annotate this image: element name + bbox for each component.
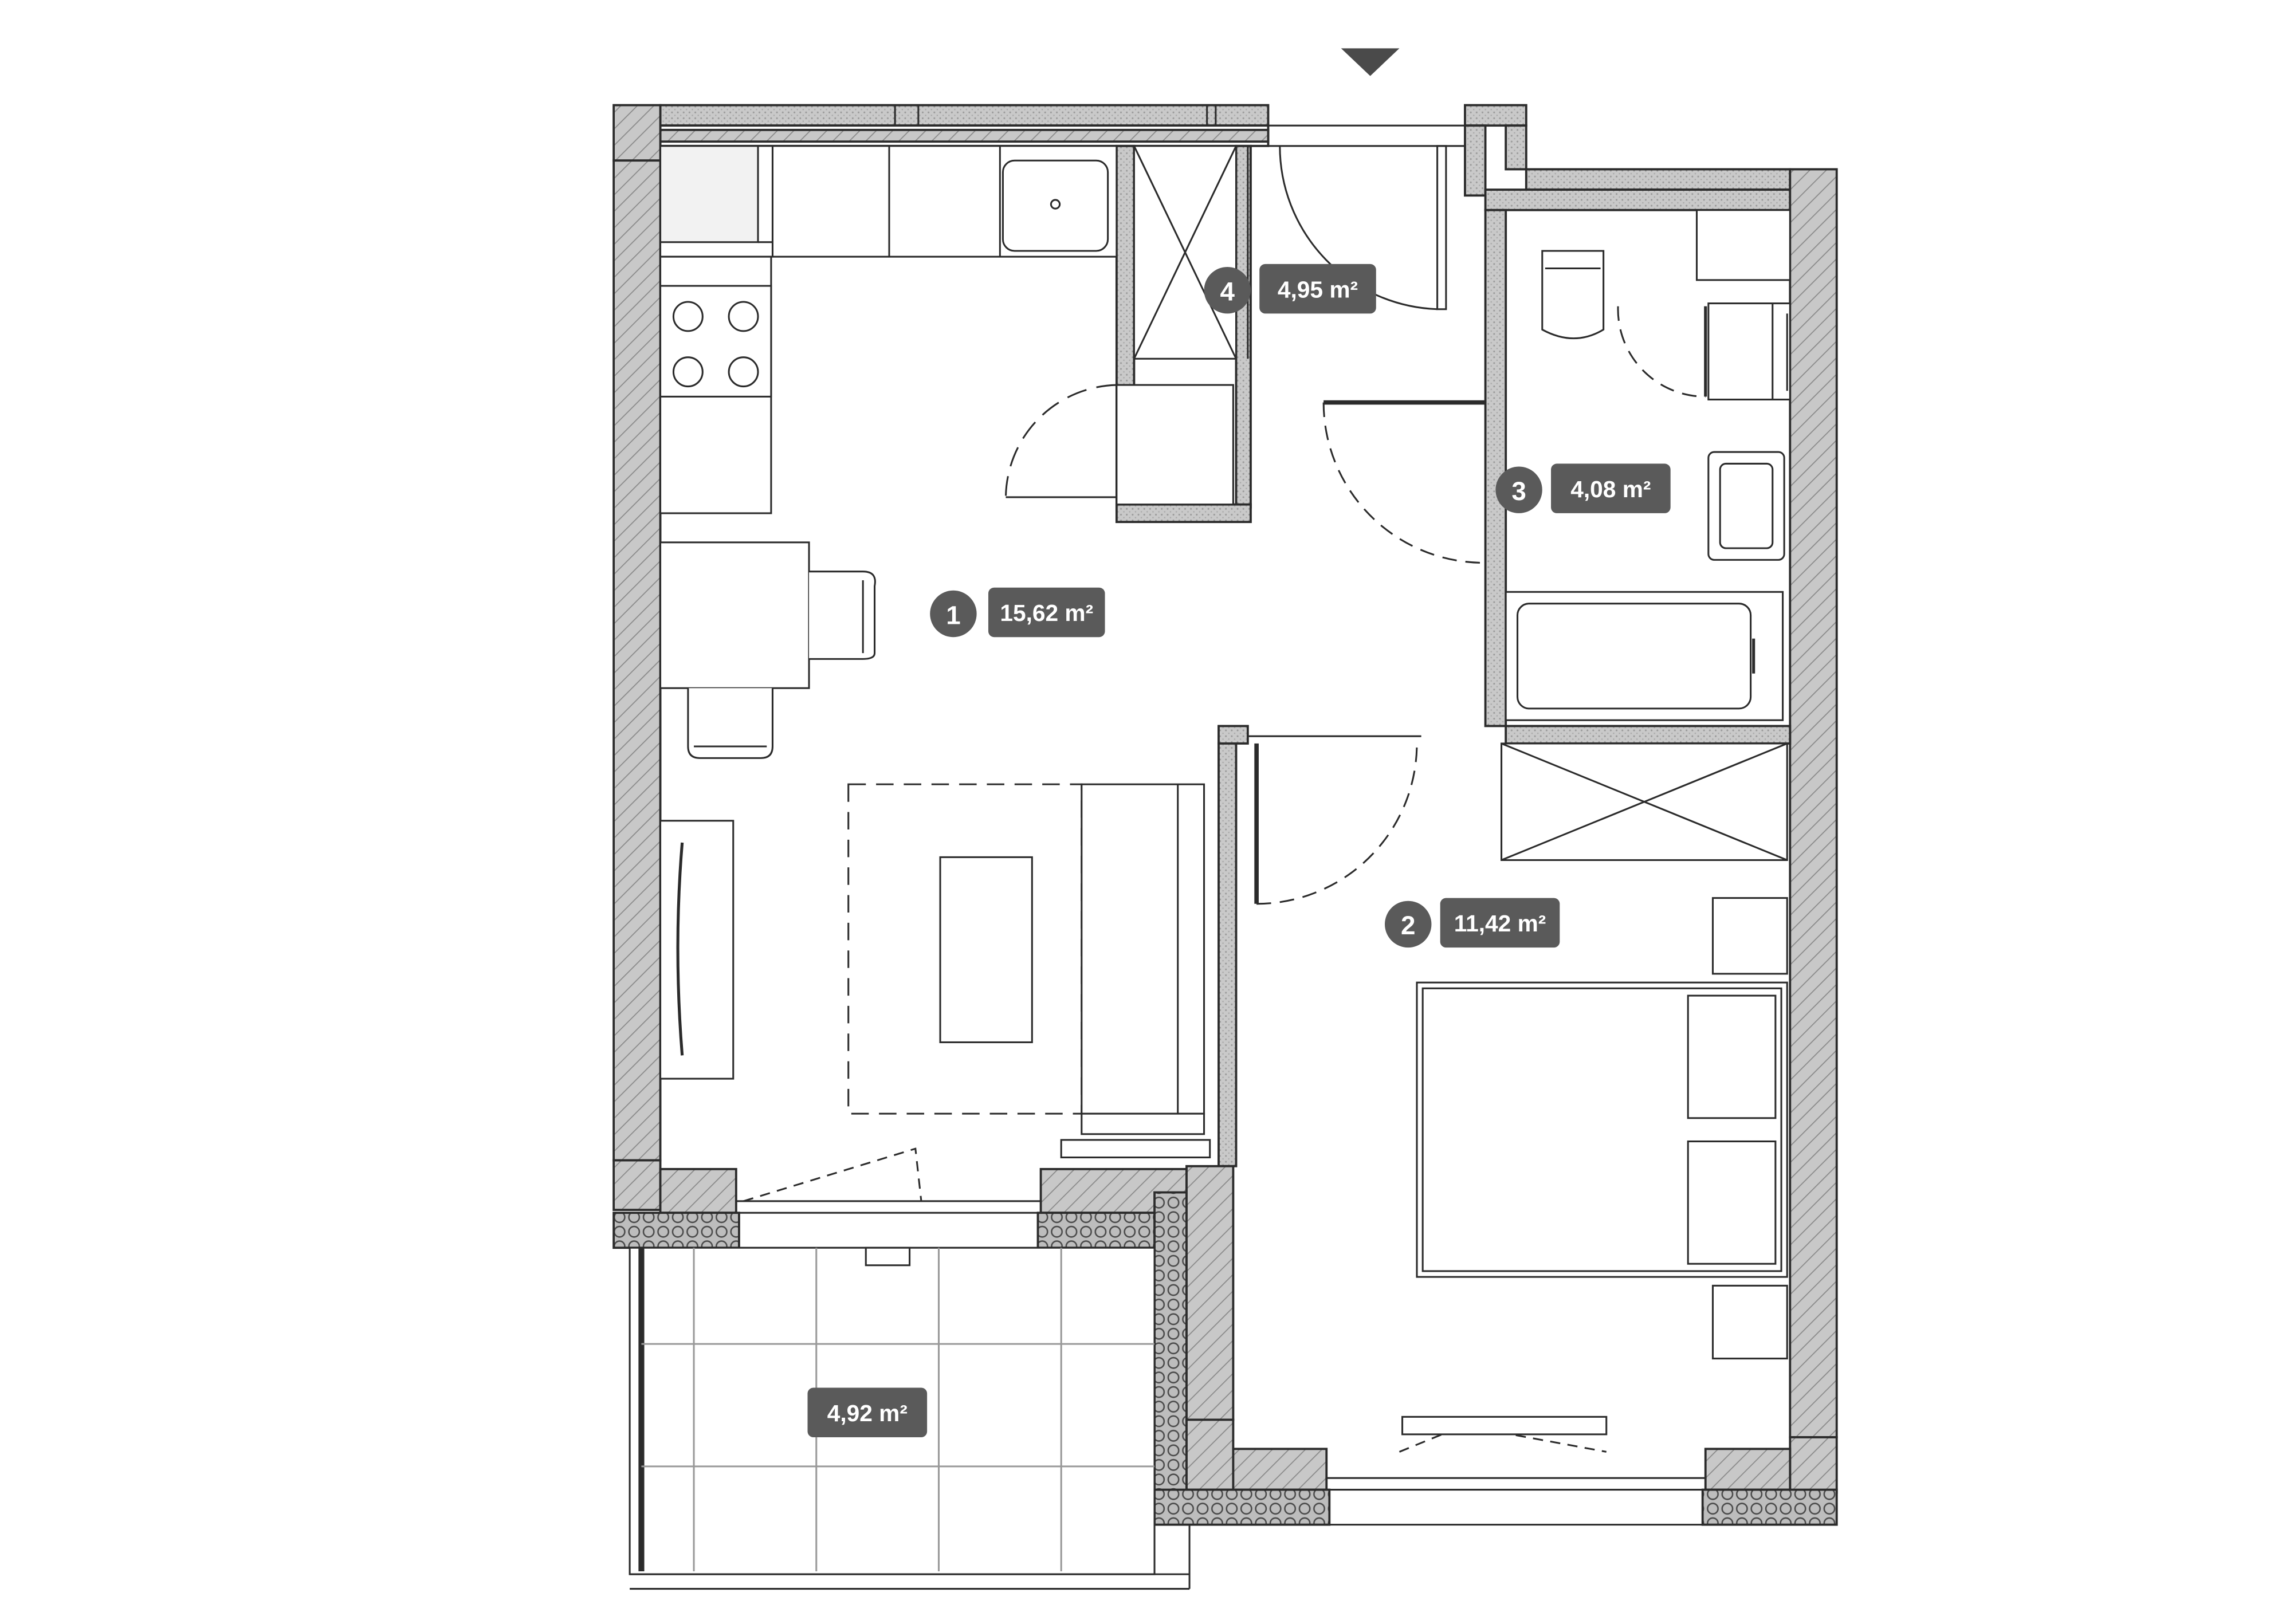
entrance-arrow-icon bbox=[1341, 48, 1400, 76]
right-wall bbox=[1789, 168, 1838, 1438]
closet-wall-bottom bbox=[1115, 503, 1252, 524]
room-4-label: 4 4,95 m² bbox=[1204, 264, 1376, 314]
room-4-number-badge bbox=[1204, 266, 1251, 314]
room-4-number: 4 bbox=[1220, 277, 1235, 306]
entrance-door-leaf bbox=[1436, 145, 1447, 310]
balcony-area-badge bbox=[807, 1387, 928, 1437]
room-3-number: 3 bbox=[1511, 477, 1526, 506]
bedroom-left-corner bbox=[1185, 1418, 1235, 1491]
room-2-number: 2 bbox=[1401, 911, 1415, 940]
chair-icon bbox=[809, 571, 876, 660]
pillow bbox=[1687, 1140, 1777, 1265]
toilet-icon bbox=[1541, 250, 1605, 340]
room-1-number-badge bbox=[930, 590, 977, 638]
chair-icon bbox=[687, 688, 773, 759]
bedroom-bottom-honeycomb-left bbox=[1153, 1488, 1331, 1526]
washing-machine bbox=[1707, 302, 1791, 401]
bathroom-left-wall bbox=[1484, 209, 1507, 728]
room-3-area: 4,08 m² bbox=[1570, 476, 1651, 502]
room-2-area: 11,42 m² bbox=[1454, 910, 1546, 937]
room-3-number-badge bbox=[1495, 466, 1542, 513]
top-right-wall-step bbox=[1505, 124, 1527, 171]
room-2-area-badge bbox=[1440, 898, 1560, 948]
left-wall bbox=[612, 159, 662, 1162]
walls bbox=[612, 104, 1838, 1526]
doors bbox=[743, 124, 1707, 1453]
room-1-area: 15,62 m² bbox=[1000, 600, 1093, 626]
bathroom-furniture bbox=[1505, 209, 1791, 721]
balcony-drain bbox=[865, 1246, 911, 1267]
living-bottom-wall-left bbox=[659, 1167, 737, 1214]
dining-table bbox=[659, 541, 810, 689]
room-3-label: 3 4,08 m² bbox=[1495, 463, 1671, 513]
room-4-area: 4,95 m² bbox=[1278, 276, 1358, 302]
bedroom-left-lower-wall bbox=[1185, 1165, 1235, 1421]
top-left-corner bbox=[612, 104, 662, 162]
room-2-number-badge bbox=[1385, 901, 1432, 948]
top-right-wall-insulation bbox=[1464, 104, 1527, 127]
balcony-label: 4,92 m² bbox=[807, 1387, 928, 1437]
bedroom-top-wall bbox=[1505, 725, 1792, 745]
room-1-label: 1 15,62 m² bbox=[930, 587, 1105, 638]
top-right-wall-top bbox=[1525, 168, 1792, 191]
room-1-number: 1 bbox=[946, 600, 960, 630]
windows bbox=[736, 105, 1706, 1526]
pillow bbox=[1687, 994, 1777, 1119]
radiator bbox=[1060, 1139, 1211, 1159]
room-4-area-badge bbox=[1259, 264, 1376, 314]
room-3-area-badge bbox=[1551, 463, 1671, 513]
left-wall-bottom-block bbox=[612, 1159, 662, 1211]
kitchen-furniture bbox=[659, 145, 1249, 759]
bedroom-furniture bbox=[1416, 742, 1788, 1360]
bathroom-shelf bbox=[1695, 209, 1791, 281]
living-bottom-honeycomb-left bbox=[612, 1212, 740, 1249]
top-wall-core bbox=[659, 128, 1270, 143]
bedroom-bottom-honeycomb-right bbox=[1701, 1488, 1838, 1526]
bedroom-top-wall-left bbox=[1217, 725, 1249, 745]
living-bottom-wall-right bbox=[1039, 1167, 1188, 1214]
hall-shoe-cabinet bbox=[1116, 384, 1234, 506]
bedroom-left-wall bbox=[1217, 742, 1238, 1167]
balcony-area: 4,92 m² bbox=[827, 1400, 908, 1426]
top-right-wall-vertical bbox=[1464, 124, 1487, 197]
nightstand-top bbox=[1711, 897, 1788, 975]
bedroom-bottom-wall-left bbox=[1232, 1448, 1328, 1491]
room-2-label: 2 11,42 m² bbox=[1385, 898, 1560, 948]
balcony-right-column bbox=[1153, 1191, 1188, 1523]
sofa bbox=[1081, 783, 1205, 1115]
room-labels: 1 15,62 m² 2 11,42 m² 3 4,08 m² 4 4,95 m… bbox=[807, 264, 1671, 1437]
room-1-area-badge bbox=[988, 587, 1105, 638]
living-furniture bbox=[659, 783, 1211, 1159]
coffee-table bbox=[939, 856, 1033, 1044]
nightstand-bottom bbox=[1711, 1284, 1788, 1360]
right-wall-bottom bbox=[1789, 1436, 1838, 1494]
bedroom-bottom-wall-right bbox=[1704, 1448, 1792, 1491]
top-wall-insulation bbox=[659, 104, 1270, 127]
bathroom-top-wall bbox=[1484, 188, 1792, 211]
bedroom-radiator bbox=[1401, 1415, 1608, 1436]
kitchen-cabinet-1 bbox=[659, 145, 759, 243]
tv-unit bbox=[659, 820, 735, 1080]
